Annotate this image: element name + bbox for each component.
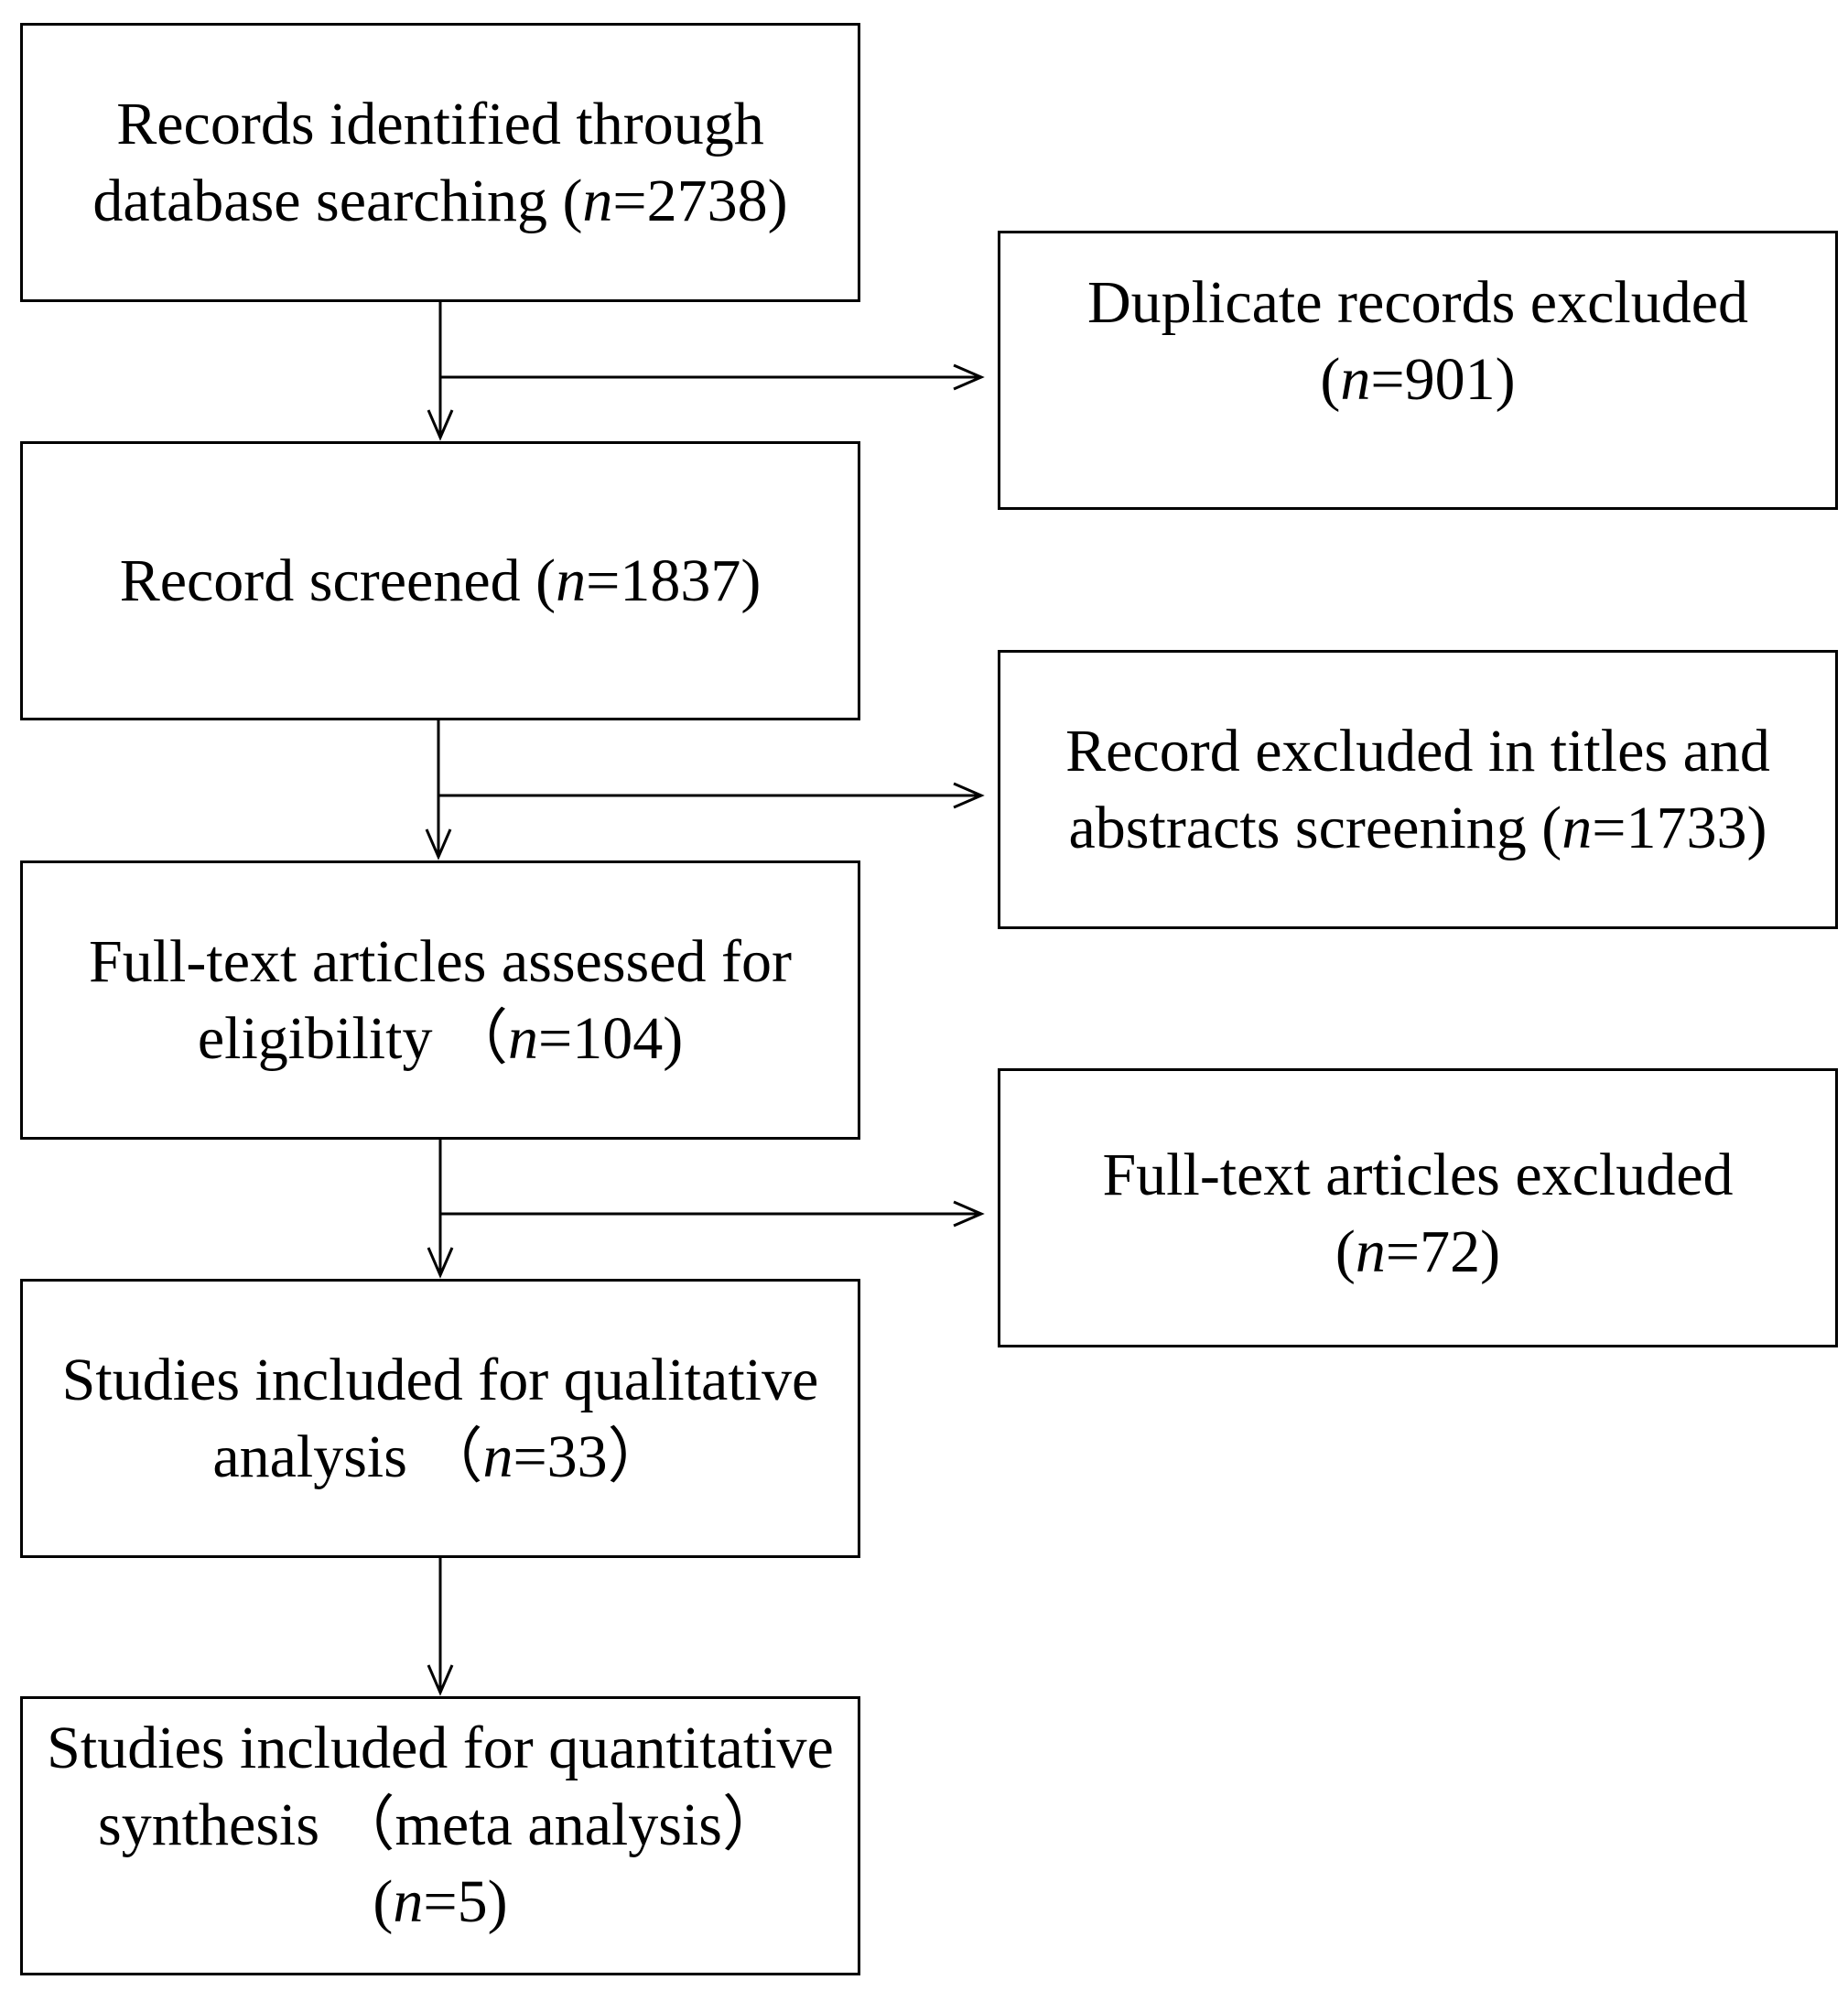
title-abstract-label: abstracts screening ( [1068,794,1562,861]
n-symbol: n [582,167,613,234]
records-screened-line1: Record screened (n=1837) [120,543,762,620]
records-identified-count-prefix: database searching ( [92,167,583,234]
arrowhead-fulltext [425,828,452,860]
records-identified-box: Records identified through database sear… [20,23,860,302]
fulltext-assessed-line1: Full-text articles assessed for [89,927,792,995]
arrowhead-screened [427,409,454,441]
qualitative-count: =33） [513,1423,668,1490]
records-identified-count: =2738) [612,167,788,234]
title-abstract-count: =1733) [1592,794,1767,861]
n-symbol: n [482,1423,513,1490]
duplicates-count-prefix: ( [1320,346,1341,413]
qualitative-line1: Studies included for qualitative [61,1346,819,1413]
arrowhead-title-abstract-excluded [953,782,985,809]
records-screened-box: Record screened (n=1837) [20,441,860,720]
n-symbol: n [556,546,587,614]
records-identified-line2: database searching (n=2738) [92,163,787,240]
n-symbol: n [507,1004,538,1072]
quantitative-line3: (n=5) [373,1864,507,1941]
n-symbol: n [393,1868,424,1935]
fulltext-assessed-line2: eligibility （n=104) [198,1001,683,1077]
quantitative-line1: Studies included for quantitative [47,1715,834,1781]
qualitative-analysis-box: Studies included for qualitative analysi… [20,1279,860,1558]
n-symbol: n [1340,346,1371,413]
records-identified-line1: Records identified through [116,90,764,157]
n-symbol: n [1562,794,1593,861]
duplicates-count: =901) [1370,346,1516,413]
quantitative-synthesis-box: Studies included for quantitative synthe… [20,1696,860,1975]
title-abstract-excluded-box: Record excluded in titles and abstracts … [998,650,1838,929]
fulltext-assessed-label: eligibility （ [197,1004,508,1072]
duplicates-line2: (n=901) [1320,341,1515,418]
title-abstract-line2: abstracts screening (n=1733) [1069,790,1767,867]
arrowhead-quantitative [427,1664,454,1696]
arrowhead-qualitative [427,1247,454,1279]
arrowhead-fulltext-excluded [953,1200,985,1228]
records-screened-count: =1837) [586,546,762,614]
fulltext-excluded-line1: Full-text articles excluded [1102,1142,1734,1208]
title-abstract-line1: Record excluded in titles and [1065,717,1770,784]
fulltext-excluded-count: =72) [1385,1218,1501,1285]
quantitative-count: =5) [423,1868,508,1935]
fulltext-excluded-box: Full-text articles excluded (n=72) [998,1068,1838,1347]
duplicates-line1: Duplicate records excluded [1086,269,1748,336]
fulltext-excluded-count-prefix: ( [1335,1218,1356,1285]
arrowhead-duplicates [953,363,985,391]
qualitative-line2: analysis （n=33） [212,1419,667,1496]
fulltext-excluded-line2: (n=72) [1335,1214,1500,1291]
quantitative-count-prefix: ( [373,1868,394,1935]
n-symbol: n [1355,1218,1386,1285]
qualitative-label: analysis （ [212,1423,483,1490]
duplicates-excluded-box: Duplicate records excluded (n=901) [998,231,1838,510]
fulltext-assessed-count: =104) [537,1004,684,1072]
quantitative-line2: synthesis （meta analysis） [98,1791,783,1858]
records-screened-label: Record screened ( [119,546,557,614]
fulltext-assessed-box: Full-text articles assessed for eligibil… [20,860,860,1140]
